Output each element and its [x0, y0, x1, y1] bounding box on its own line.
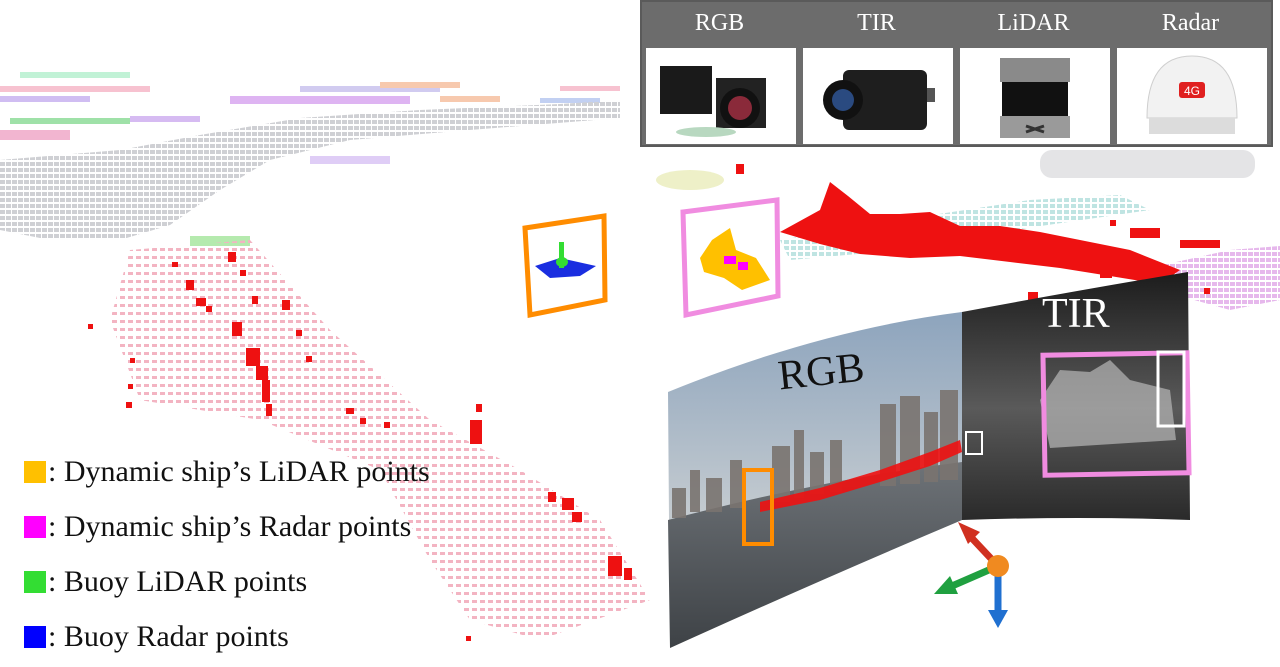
- legend-label: : Buoy LiDAR points: [48, 564, 308, 598]
- sensor-label: RGB: [694, 10, 745, 36]
- rgb-camera-icon: [646, 48, 796, 144]
- legend: : Dynamic ship’s LiDAR points : Dynamic …: [24, 444, 430, 664]
- legend-item-ship-radar: : Dynamic ship’s Radar points: [24, 499, 430, 554]
- yellow-far-cloud: [656, 170, 724, 190]
- buoy-detection: [522, 213, 608, 319]
- radar-badge-text: 4G: [1184, 84, 1200, 98]
- right-radar-band: [780, 182, 1180, 284]
- legend-label: : Buoy Radar points: [48, 619, 289, 653]
- sensor-panel: RGB TIR LiDAR: [640, 0, 1273, 147]
- legend-label: : Dynamic ship’s Radar points: [48, 509, 412, 543]
- thermal-camera-icon: [803, 48, 953, 144]
- gray-far-cloud: [1040, 150, 1255, 178]
- tir-image-label: TIR: [1042, 291, 1110, 337]
- legend-swatch: [24, 625, 46, 648]
- left-radar-points: [88, 252, 632, 641]
- radar-dome-icon: 4G: [1117, 48, 1267, 144]
- coordinate-axes: [934, 522, 1009, 628]
- legend-swatch: [24, 570, 46, 593]
- legend-swatch: [24, 515, 46, 538]
- sensor-label: Radar: [1161, 10, 1220, 36]
- sensor-lidar: LiDAR: [956, 2, 1111, 149]
- legend-label: : Dynamic ship’s LiDAR points: [48, 454, 430, 488]
- gray-lidar-cloud: [0, 100, 620, 240]
- sensor-label: LiDAR: [997, 10, 1070, 36]
- legend-item-buoy-radar: : Buoy Radar points: [24, 609, 430, 664]
- sensor-label: TIR: [857, 10, 896, 36]
- sensor-tir: TIR: [799, 2, 954, 149]
- pink-lidar-field: [110, 240, 650, 640]
- distant-lidar-streaks: [0, 72, 620, 246]
- violet-lidar-cloud: [1140, 246, 1280, 310]
- lidar-sensor-icon: [960, 48, 1110, 144]
- sensor-radar: Radar 4G: [1113, 2, 1268, 149]
- sensor-rgb: RGB: [642, 2, 797, 149]
- legend-swatch: [24, 460, 46, 483]
- projected-camera-image: [668, 272, 1192, 648]
- legend-item-ship-lidar: : Dynamic ship’s LiDAR points: [24, 444, 430, 499]
- ship-detection: [680, 197, 781, 319]
- legend-item-buoy-lidar: : Buoy LiDAR points: [24, 554, 430, 609]
- rgb-image-label: RGB: [775, 344, 867, 400]
